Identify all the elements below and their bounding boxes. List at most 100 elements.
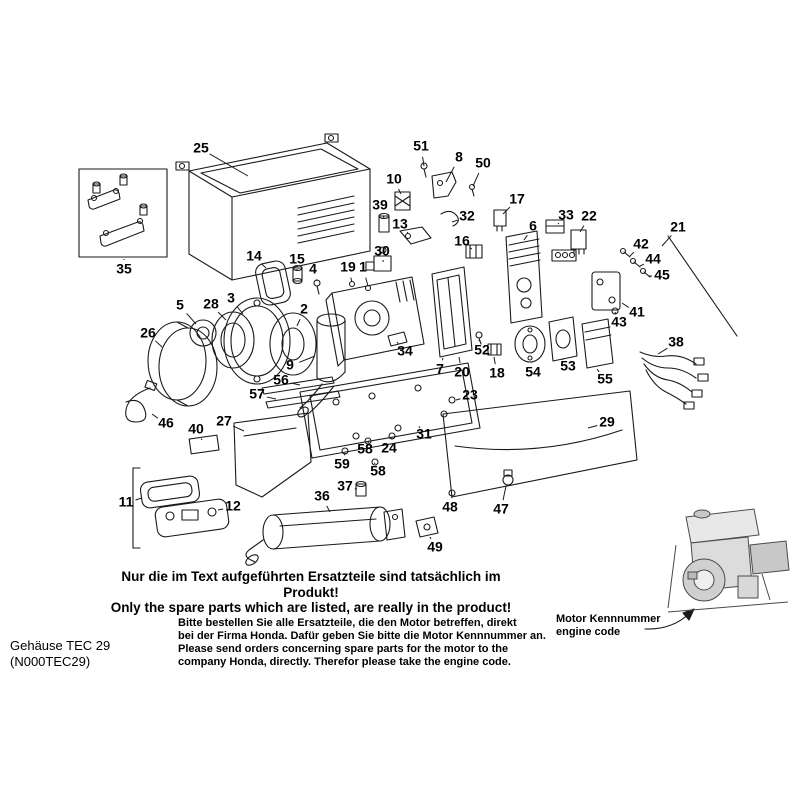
callout-leader [614,311,617,314]
part-bracket-panel [188,412,312,498]
callout-leader [472,172,480,187]
doc-title-block: Gehäuse TEC 29 (N000TEC29) [10,638,110,670]
callout-leader [382,215,385,219]
callout-leader [374,462,376,465]
part-number-54: 54 [525,364,541,380]
callout-leader [396,341,400,345]
callout-leader [343,452,346,456]
part-number-18: 18 [489,365,505,381]
part-number-35: 35 [116,261,132,277]
part-number-50: 50 [475,155,491,171]
engine-code-label: Motor Kennnummer engine code [556,613,661,639]
part-number-36: 36 [314,488,330,504]
callout-leader [596,368,600,373]
part-number-48: 48 [442,499,458,515]
part-number-58: 58 [357,441,373,457]
part-rotor-stator-cluster [147,297,317,407]
part-number-42: 42 [633,236,649,252]
doc-code: (N000TEC29) [10,654,91,669]
part-number-21: 21 [670,219,686,235]
part-number-7: 7 [436,361,444,377]
part-number-16: 16 [454,233,470,249]
callout-leader [469,247,473,250]
part-number-22: 22 [581,208,597,224]
engine-photo [667,508,790,613]
part-number-53: 53 [560,358,576,374]
callout-leader [561,358,564,361]
part-number-55: 55 [597,371,613,387]
part-number-12: 12 [225,498,241,514]
part-number-10: 10 [386,171,402,187]
part-number-1: 1 [359,259,367,275]
part-number-51: 51 [413,138,429,154]
part-cable [125,379,158,423]
part-number-40: 40 [188,421,204,437]
part-air-cleaner-cover [255,260,321,306]
part-number-46: 46 [158,415,174,431]
part-number-44: 44 [645,251,661,267]
part-number-32: 32 [459,208,475,224]
honda-note-line: Bitte bestellen Sie alle Ersatzteile, di… [178,617,517,629]
callout-leader [232,425,245,432]
part-switch-relay [545,219,587,262]
part-number-29: 29 [599,414,615,430]
part-generator-block [325,246,425,367]
part-number-4: 4 [309,261,317,277]
part-number-30: 30 [374,243,390,259]
honda-note-line: bei der Firma Honda. Dafür geben Sie bit… [178,630,546,642]
callout-leader [217,508,224,511]
part-rear-panel [431,266,502,358]
callout-leader [299,355,316,363]
part-number-24: 24 [381,440,397,456]
part-number-13: 13 [392,216,408,232]
engine-code-arrow [644,608,695,630]
callout-leader [455,398,461,401]
callout-leader [154,340,163,348]
part-side-panel [442,390,638,498]
callout-leader [657,347,668,355]
diagram-line-art [78,133,738,630]
warning-line-en: Only the spare parts which are listed, a… [110,600,512,615]
callout-leader [186,313,197,325]
part-number-26: 26 [140,325,156,341]
callout-leader [326,505,331,513]
callout-leader [398,188,402,195]
part-adapter-pipe [297,313,346,418]
callout-leader [587,425,598,429]
part-number-25: 25 [193,140,209,156]
part-number-14: 14 [246,248,262,264]
part-number-39: 39 [372,197,388,213]
part-number-15: 15 [289,251,305,267]
callout-leader [451,219,458,223]
part-bracket-box [78,168,168,258]
callout-leader [502,206,511,215]
callout-leader [217,311,227,321]
callout-leader [579,225,585,233]
part-wiring-harness [639,351,709,410]
part-number-41: 41 [629,304,645,320]
part-number-9: 9 [286,357,294,373]
honda-note-line: Please send orders concerning spare part… [178,643,509,655]
part-number-6: 6 [529,218,537,234]
part-number-28: 28 [203,296,219,312]
part-number-43: 43 [611,314,627,330]
callout-leader [661,235,672,247]
callout-leader [557,222,560,225]
callout-leader [406,231,409,234]
part-number-59: 59 [334,456,350,472]
part-number-37: 37 [337,478,353,494]
warning-line-de: Nur die im Text aufgeführten Ersatzteile… [121,569,501,600]
part-top-small-parts [378,162,507,259]
callout-leader [365,277,369,287]
part-number-56: 56 [273,372,289,388]
part-number-2: 2 [300,301,308,317]
callout-leader [441,357,444,361]
callout-leader [639,263,645,267]
callout-leader [458,356,461,364]
part-flange-coil-box [514,316,614,369]
callout-leader [621,302,629,308]
callout-leader [261,263,267,269]
callout-leader [422,156,425,167]
callout-leader [236,306,244,315]
callout-leader [445,166,455,183]
